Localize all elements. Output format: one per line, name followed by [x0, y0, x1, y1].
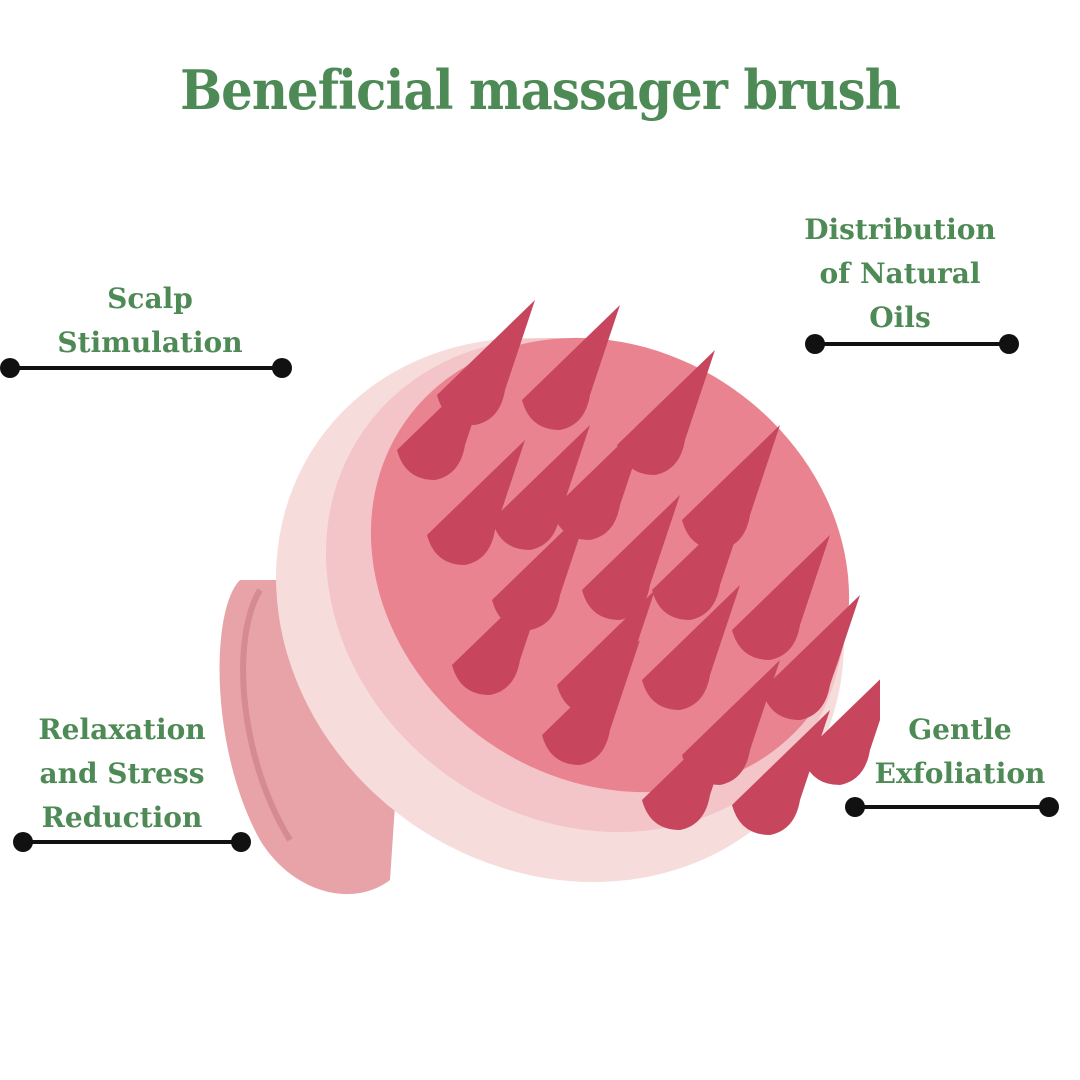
- benefit-line: Gentle: [908, 713, 1012, 746]
- massager-brush-image: [219, 300, 880, 895]
- bristle: [492, 505, 590, 630]
- benefit-line: Stimulation: [57, 326, 243, 359]
- connector-relaxation-stress-reduction: [13, 832, 251, 852]
- benefit-line: Distribution: [804, 213, 996, 246]
- bristle: [732, 710, 830, 835]
- connector-scalp-stimulation: [0, 358, 292, 378]
- connector-dot: [0, 358, 20, 378]
- bristle: [642, 585, 740, 710]
- benefit-gentle-exfoliation: Gentle Exfoliation: [840, 708, 1080, 796]
- bristle: [682, 425, 780, 550]
- bristle: [652, 495, 750, 620]
- bristle: [642, 705, 740, 830]
- bristle: [557, 590, 655, 715]
- benefit-line: Relaxation: [38, 713, 206, 746]
- benefit-line: Exfoliation: [874, 757, 1046, 790]
- benefit-relaxation-stress-reduction: Relaxation and Stress Reduction: [2, 708, 242, 840]
- benefit-line: Oils: [869, 301, 931, 334]
- bristle: [522, 305, 620, 430]
- bristle: [732, 535, 830, 660]
- connector-gentle-exfoliation: [845, 797, 1059, 817]
- connector-dot: [845, 797, 865, 817]
- bristles: [397, 300, 880, 835]
- bristle: [397, 355, 495, 480]
- bristle: [552, 415, 650, 540]
- connector-dot: [805, 334, 825, 354]
- bristle: [617, 350, 715, 475]
- bristle: [492, 425, 590, 550]
- benefit-line: Scalp: [107, 282, 193, 315]
- benefit-line: and Stress: [39, 757, 205, 790]
- benefit-distribution-natural-oils: Distribution of Natural Oils: [780, 208, 1020, 340]
- bristle: [802, 679, 880, 785]
- page-title: Beneficial massager brush: [180, 58, 901, 122]
- connector-distribution-natural-oils: [805, 334, 1019, 354]
- connector-dot: [1039, 797, 1059, 817]
- benefit-scalp-stimulation: Scalp Stimulation: [30, 277, 270, 365]
- benefit-line: Reduction: [41, 801, 203, 834]
- bristle: [542, 640, 640, 765]
- connector-dot: [13, 832, 33, 852]
- bristle: [427, 440, 525, 565]
- connector-dot: [231, 832, 251, 852]
- benefit-line: of Natural: [819, 257, 981, 290]
- connector-dot: [999, 334, 1019, 354]
- bristle: [582, 495, 680, 620]
- bristle: [762, 595, 860, 720]
- bristle: [452, 570, 550, 695]
- connector-dot: [272, 358, 292, 378]
